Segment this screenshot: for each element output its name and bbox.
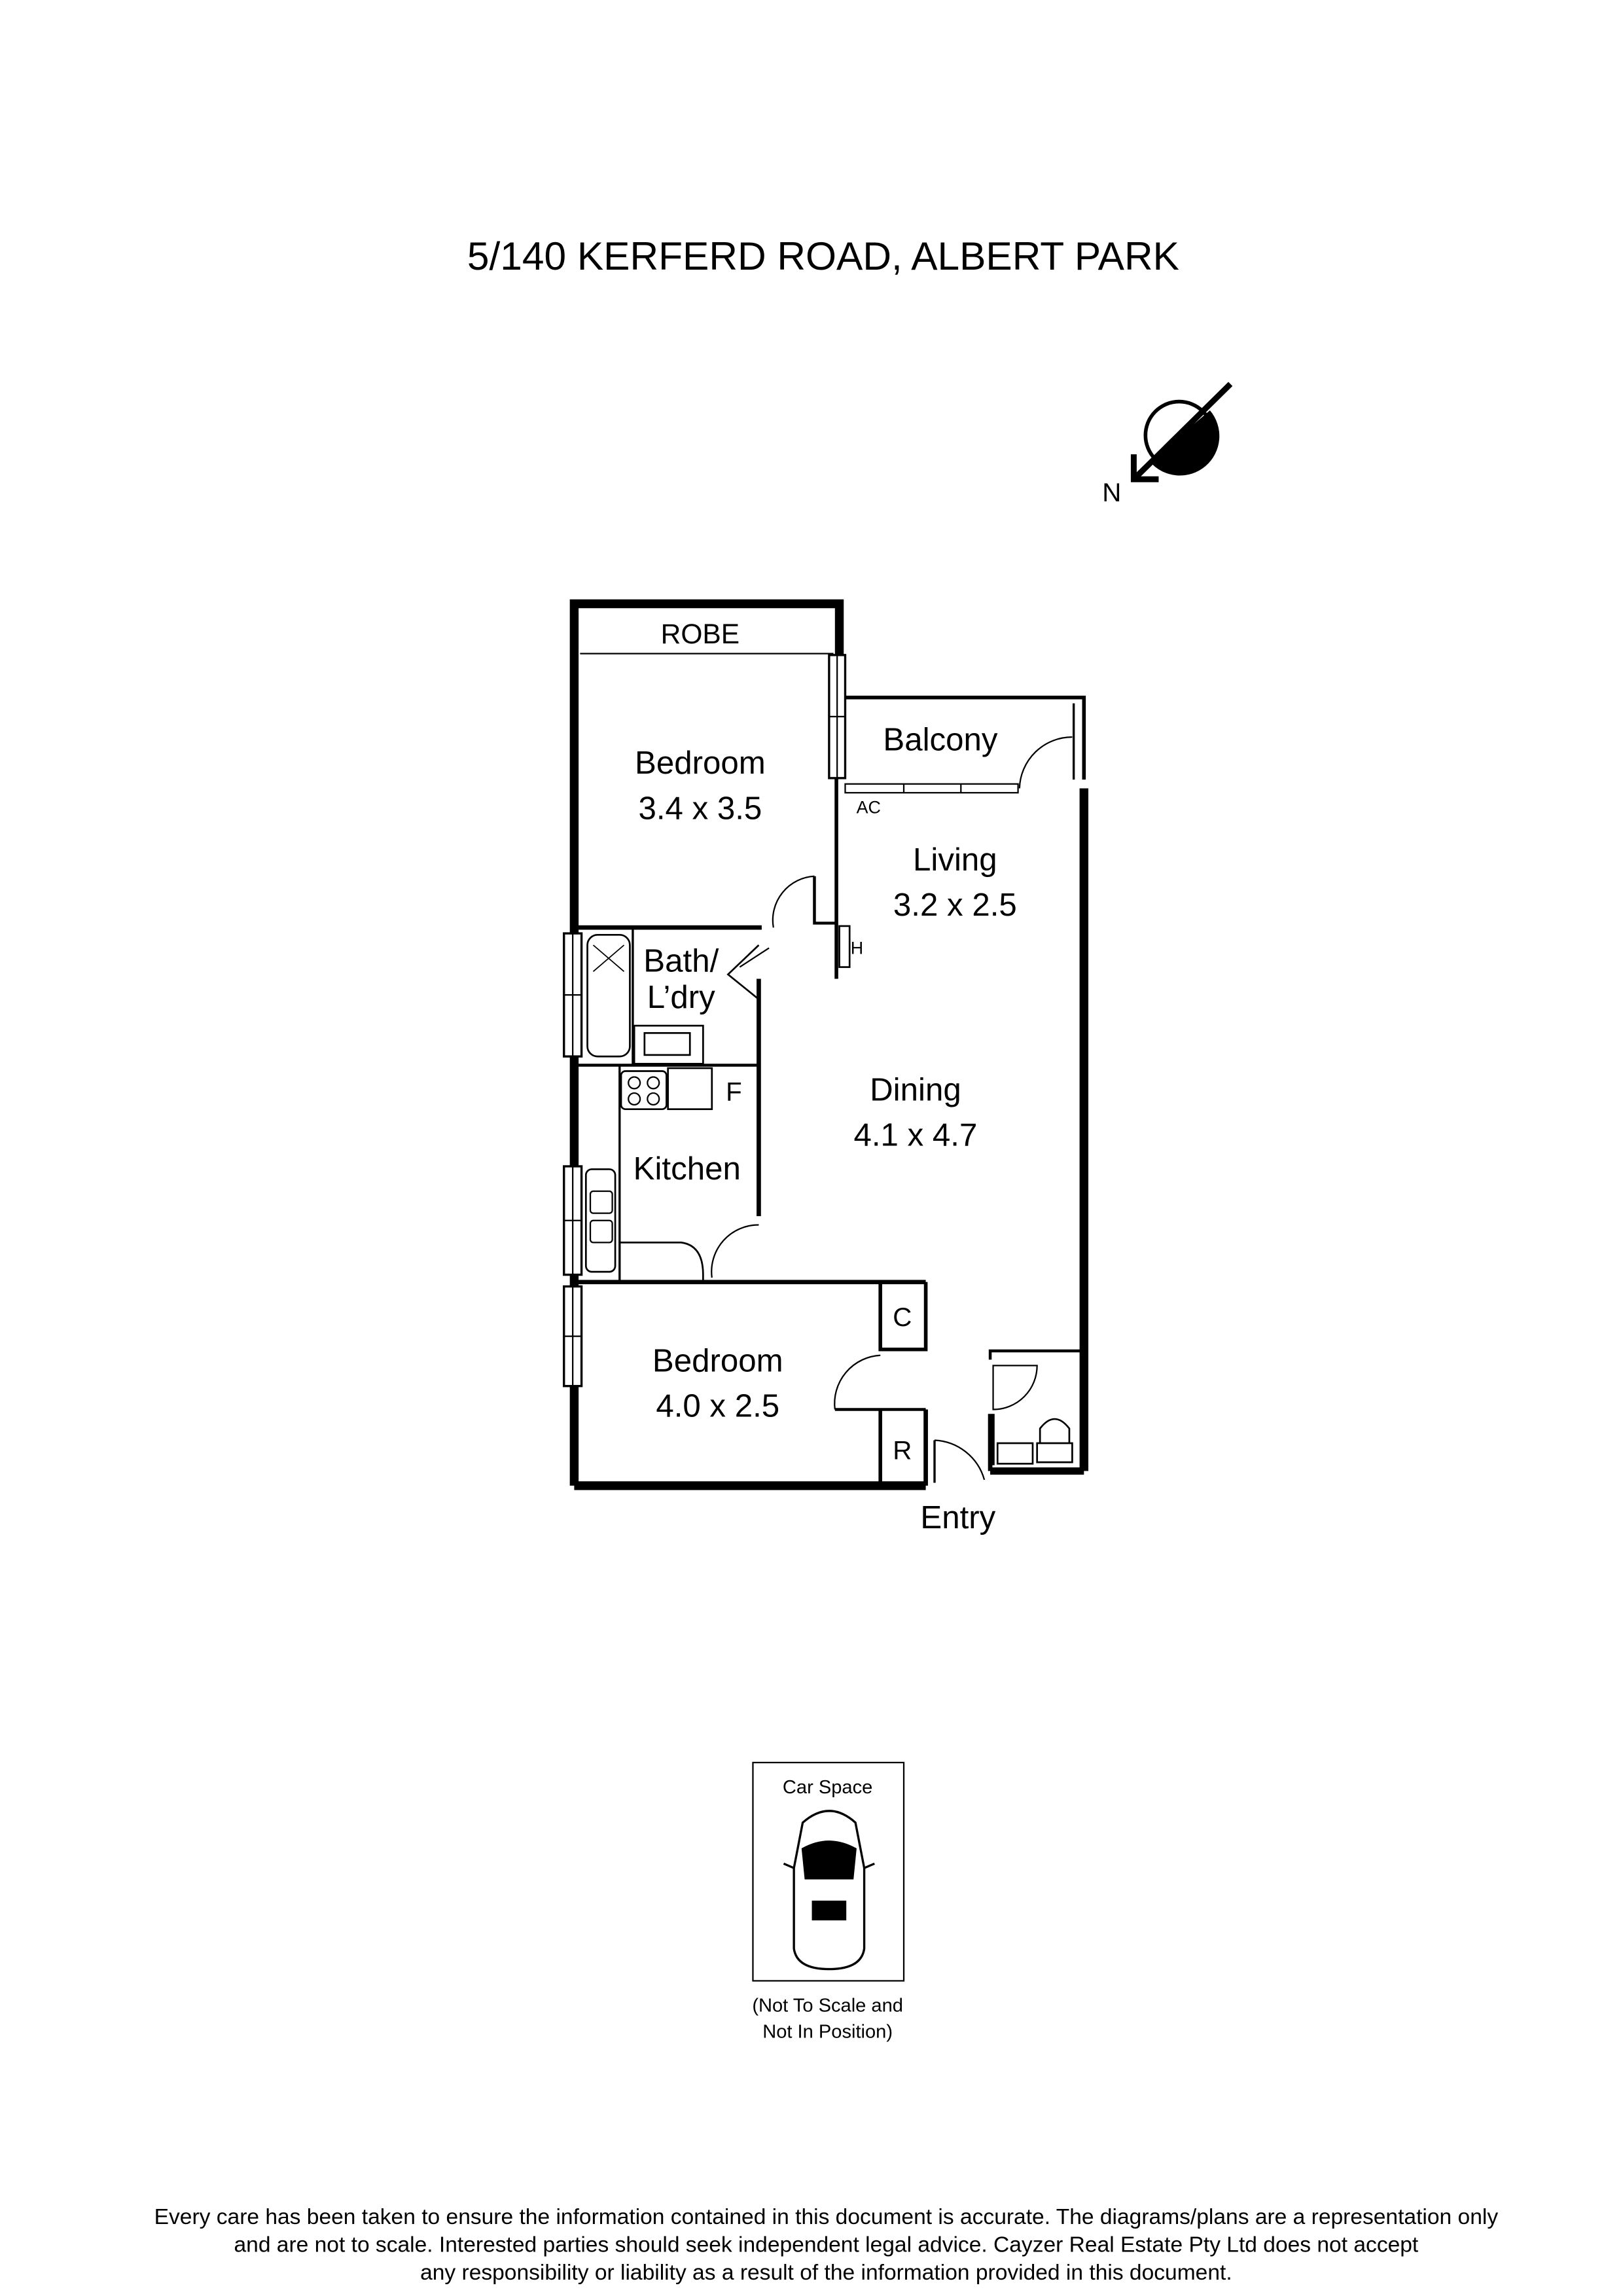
room-labels: ROBE Bedroom 3.4 x 3.5 Balcony AC Living… [633,619,1017,1535]
car-icon [783,1810,875,1971]
entry-label: Entry [920,1499,995,1535]
balcony-label: Balcony [883,721,998,757]
bedroom1-size: 3.4 x 3.5 [638,791,762,827]
dining-name: Dining [870,1071,961,1107]
disclaimer-line2: and are not to scale. Interested parties… [234,2233,1418,2257]
fridge-label: F [726,1077,742,1106]
h-label: H [851,938,863,958]
bedroom2-name: Bedroom [652,1342,783,1378]
bath-label-line2: L’dry [647,979,715,1015]
bedroom1-name: Bedroom [635,745,766,781]
cupboard-label: C [893,1302,912,1332]
car-space: Car Space (Not To Scale and Not In Posit… [752,1761,905,2043]
car-space-label: Car Space [783,1777,872,1798]
living-name: Living [913,842,997,878]
dining-size: 4.1 x 4.7 [853,1117,977,1153]
living-size: 3.2 x 2.5 [893,887,1017,923]
disclaimer-line1: Every care has been taken to ensure the … [154,2205,1499,2229]
car-space-note-line1: (Not To Scale and [752,1995,903,2016]
disclaimer-line3: any responsibility or liability as a res… [420,2261,1232,2285]
page-title: 5/140 KERFERD ROAD, ALBERT PARK [467,234,1179,278]
north-arrow-icon [1130,382,1233,482]
bath-label-line1: Bath/ [643,942,719,978]
bedroom2-size: 4.0 x 2.5 [656,1388,779,1424]
car-space-note-line2: Not In Position) [762,2022,893,2043]
robe2-label: R [893,1436,912,1465]
kitchen-label: Kitchen [633,1151,741,1187]
robe-label: ROBE [661,619,740,650]
compass-label: N [1102,478,1121,507]
walls [563,599,1089,1490]
ac-label: AC [857,798,881,817]
